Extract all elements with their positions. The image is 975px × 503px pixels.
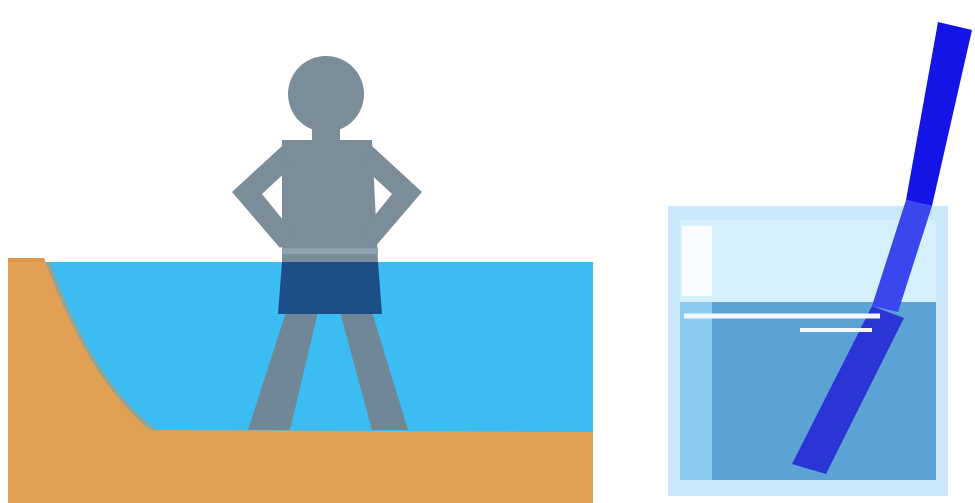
person-torso [282,140,378,262]
swim-shorts [278,262,382,314]
glass-scene [668,22,972,496]
person-upper-body [232,56,422,262]
pool-scene [8,56,593,503]
glass-water-left-light [680,302,712,480]
glass-highlight [682,226,712,296]
rod-above-water [906,22,972,206]
person-waistband [282,248,378,254]
person-head [288,56,364,132]
person-neck [312,126,340,142]
